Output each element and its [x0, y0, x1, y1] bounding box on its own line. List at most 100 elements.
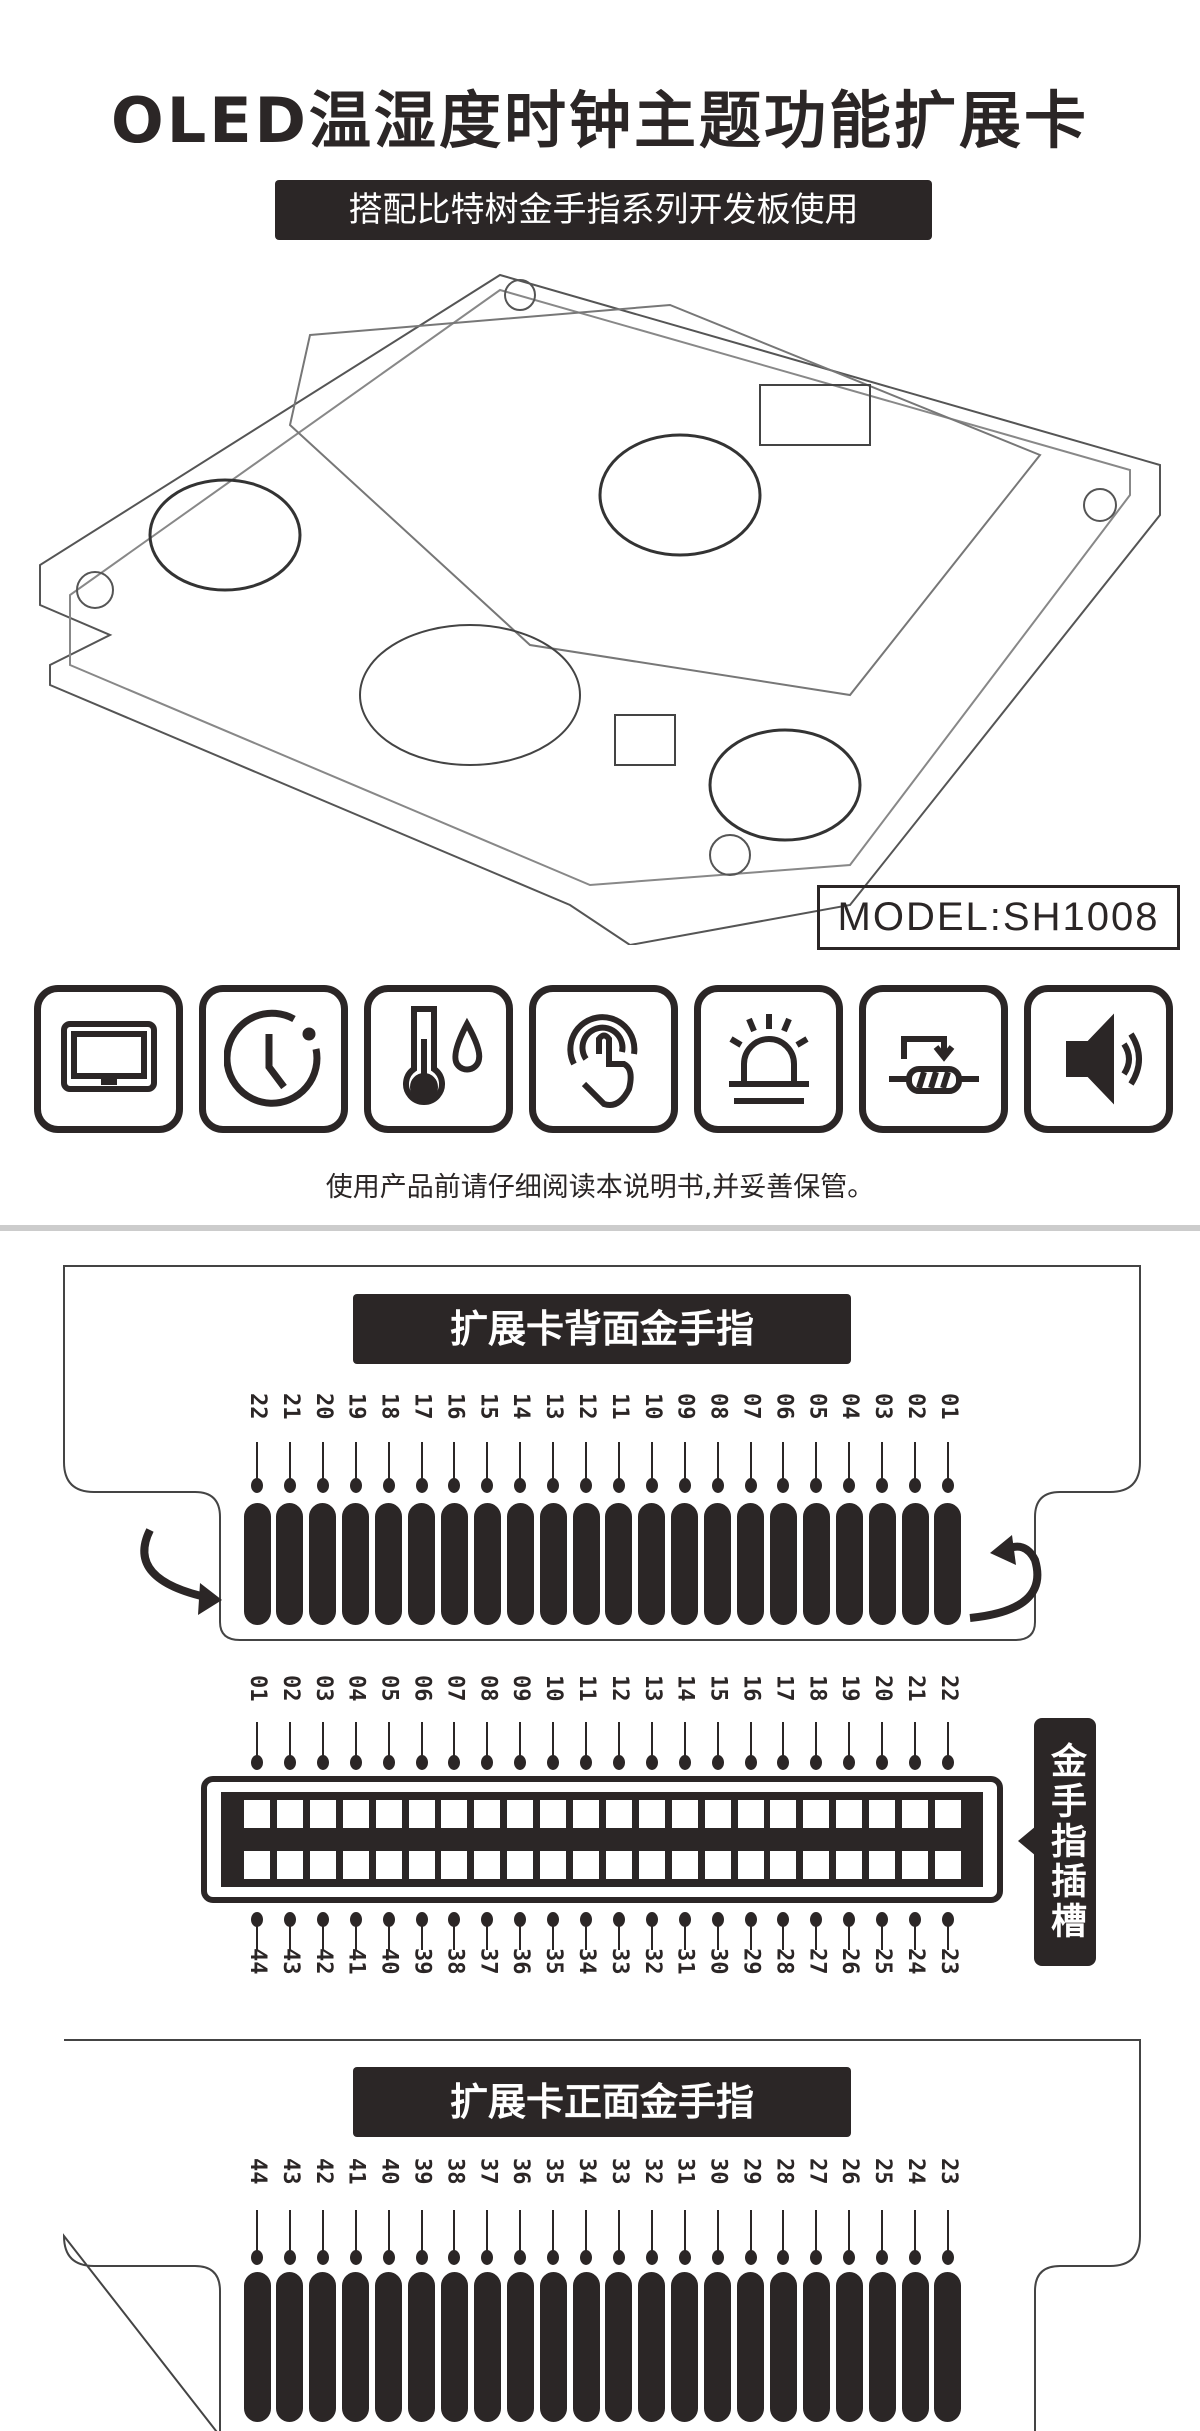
pin-leader-dot [481, 2250, 494, 2265]
pin-number-label: 07 [442, 1675, 468, 1702]
slot-contact-top [704, 1800, 731, 1828]
slot-contact-bottom [507, 1851, 534, 1879]
pin-leader-dot [843, 1478, 856, 1493]
pin-leader-dot [810, 1478, 823, 1493]
pin-number-label: 17 [409, 1393, 435, 1420]
pin-leader-line [716, 1722, 719, 1762]
gold-finger-pad [243, 2272, 271, 2422]
pin-number-label: 31 [672, 2158, 698, 2185]
pin-number-label: 09 [508, 1675, 534, 1702]
gold-finger-pad [440, 1503, 468, 1625]
pin-leader-dot [316, 2250, 329, 2265]
slot-label: 金手指插槽 [1034, 1718, 1096, 1966]
pin-leader-dot [316, 1478, 329, 1493]
pin-leader-dot [843, 1755, 856, 1770]
pin-number-label: 43 [277, 2158, 303, 2185]
pin-leader-dot [382, 1755, 395, 1770]
pin-leader-dot [711, 1478, 724, 1493]
pin-leader-line [914, 2210, 916, 2255]
pin-leader-line [354, 1920, 357, 1950]
pin-number-label: 34 [574, 2158, 599, 2185]
pin-number-label: 16 [442, 1393, 468, 1420]
pin-leader-line [453, 1722, 456, 1762]
slot-contact-top [836, 1800, 863, 1828]
pin-number-label: 36 [508, 2158, 534, 2185]
slot-contact-top [540, 1800, 567, 1828]
pin-leader-dot [580, 2250, 592, 2265]
slot-contact-top [770, 1800, 797, 1828]
pin-number-label: 09 [672, 1393, 698, 1420]
pin-leader-line [617, 1920, 620, 1950]
pin-number-label: 42 [310, 1948, 336, 1975]
pin-leader-line [552, 1722, 555, 1762]
pin-leader-line [486, 2210, 489, 2255]
pin-leader-dot [876, 1478, 889, 1493]
gold-finger-pad [671, 1503, 699, 1625]
pin-number-label: 14 [508, 1393, 534, 1420]
pin-number-label: 26 [837, 2158, 863, 2185]
pin-leader-dot [909, 1478, 921, 1493]
pin-leader-line [256, 1722, 258, 1762]
pin-number-label: 11 [606, 1393, 632, 1420]
slot-contact-top [408, 1800, 435, 1828]
rotary-encoder-icon [859, 985, 1008, 1133]
pin-leader-dot [909, 1755, 921, 1770]
pin-leader-line [420, 1722, 423, 1762]
pin-leader-dot [382, 1478, 395, 1493]
pin-number-label: 06 [409, 1675, 435, 1702]
model-label: MODEL:SH1008 [817, 885, 1180, 950]
pin-leader-dot [514, 1755, 527, 1770]
gold-finger-pad [539, 2272, 567, 2422]
pin-leader-line [914, 1442, 916, 1482]
slot-contact-top [638, 1800, 665, 1828]
pin-leader-line [815, 1442, 818, 1482]
thermometer-humidity-icon [364, 985, 513, 1133]
pin-leader-dot [448, 1912, 461, 1927]
gold-finger-pad [901, 1503, 929, 1625]
gold-finger-pad [737, 2272, 764, 2422]
pin-number-label: 41 [343, 1948, 369, 1975]
pin-leader-dot [448, 1755, 461, 1770]
slot-contact-top [902, 1800, 928, 1828]
gold-finger-pad [802, 2272, 830, 2422]
pin-number-label: 30 [705, 1948, 731, 1975]
pin-leader-line [519, 1442, 522, 1482]
pin-number-label: 19 [343, 1393, 369, 1420]
pin-leader-line [387, 1442, 390, 1482]
pin-leader-dot [448, 2250, 461, 2265]
pin-number-label: 40 [376, 1948, 402, 1975]
pin-number-label: 08 [475, 1675, 501, 1702]
slot-contact-top [671, 1800, 698, 1828]
gold-finger-pad [276, 1503, 304, 1625]
pin-leader-line [519, 2210, 522, 2255]
pin-leader-dot [810, 1755, 823, 1770]
page-title: OLED温湿度时钟主题功能扩展卡 [110, 84, 1090, 157]
pin-number-label: 28 [771, 1948, 797, 1975]
pin-number-label: 15 [705, 1675, 731, 1702]
pin-leader-dot [678, 1912, 691, 1927]
slot-contact-bottom [671, 1851, 698, 1879]
slot-contact-top [573, 1800, 599, 1828]
pin-number-label: 23 [935, 1948, 961, 1975]
gold-finger-pad [572, 1503, 600, 1625]
slot-contact-bottom [902, 1851, 928, 1879]
oled-ring [598, 433, 762, 557]
pin-number-label: 35 [541, 2158, 567, 2185]
slot-contact-top [605, 1800, 632, 1828]
pin-leader-line [749, 1442, 752, 1482]
pin-number-label: 01 [245, 1675, 270, 1702]
pin-leader-line [354, 1722, 357, 1762]
pin-leader-line [946, 1442, 949, 1482]
pin-leader-dot [251, 2250, 263, 2265]
pin-leader-dot [481, 1755, 494, 1770]
pin-leader-line [815, 2210, 818, 2255]
pin-number-label: 20 [310, 1393, 336, 1420]
pin-leader-dot [448, 1478, 461, 1493]
pin-number-label: 01 [935, 1393, 961, 1420]
pin-leader-dot [580, 1912, 592, 1927]
pin-leader-line [782, 1442, 785, 1482]
pin-leader-dot [349, 1478, 362, 1493]
pin-leader-line [683, 1722, 686, 1762]
pin-leader-dot [941, 1912, 954, 1927]
pin-number-label: 24 [903, 1948, 928, 1975]
